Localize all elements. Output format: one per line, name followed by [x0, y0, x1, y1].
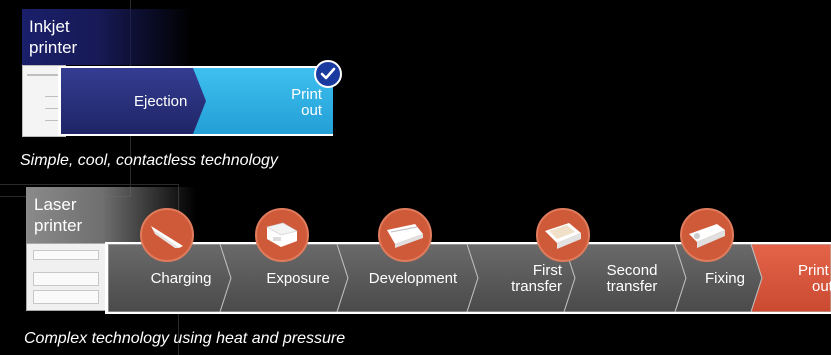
laser-process-arrows: [108, 244, 831, 312]
printer-tray: [33, 290, 99, 304]
development-step: [336, 244, 479, 312]
laser-title-line1: Laser: [34, 195, 77, 214]
charging-label: Charging: [150, 270, 212, 287]
printer-slot: [45, 108, 59, 109]
fixing-label: Fixing: [704, 270, 745, 287]
printer-slot: [27, 74, 61, 76]
print-out-step: [193, 68, 333, 134]
inkjet-title-line1: Inkjet: [29, 17, 70, 36]
laser-title: Laser printer: [34, 194, 82, 236]
laser-title-line2: printer: [34, 216, 83, 235]
second-transfer-line2: transfer: [606, 278, 658, 295]
second-transfer-label: Second transfer: [598, 263, 666, 295]
printer-slot: [45, 120, 59, 121]
transfer-unit-icon: [536, 208, 590, 262]
laser-print-out-label: Print out: [798, 263, 831, 295]
second-transfer-step: [563, 244, 687, 312]
exposure-unit-icon: [255, 208, 309, 262]
inkjet-title-line2: printer: [29, 38, 78, 57]
first-transfer-line1: First: [532, 262, 562, 279]
checkmark-icon: [314, 60, 342, 88]
print-out-label-line1: Print: [291, 86, 322, 103]
development-label: Development: [368, 270, 458, 287]
laser-printer-image: [26, 243, 106, 311]
exposure-label: Exposure: [266, 270, 330, 287]
fuser-unit-icon: [680, 208, 734, 262]
laser-print-out-line2: out: [812, 278, 831, 295]
printer-slot: [45, 96, 59, 97]
inkjet-process-arrows: [61, 68, 333, 134]
laser-print-out-line1: Print: [798, 262, 829, 279]
ejection-label: Ejection: [134, 93, 188, 110]
first-transfer-line2: transfer: [511, 278, 562, 295]
second-transfer-line1: Second: [606, 262, 658, 279]
printer-tray: [33, 272, 99, 286]
laser-print-out-step: [750, 244, 831, 312]
first-transfer-label: First transfer: [496, 263, 562, 295]
print-out-label: Print out: [262, 87, 322, 119]
exposure-step: [219, 244, 349, 312]
fixing-step: [674, 244, 763, 312]
first-transfer-step: [466, 244, 576, 312]
print-out-label-line2: out: [301, 102, 322, 119]
laser-caption: Complex technology using heat and pressu…: [24, 330, 346, 347]
inkjet-caption: Simple, cool, contactless technology: [20, 152, 278, 169]
inkjet-title: Inkjet printer: [29, 16, 77, 58]
blade-icon: [140, 208, 194, 262]
ejection-step: [61, 68, 208, 134]
inkjet-label-background: [22, 9, 192, 65]
printer-tray: [33, 250, 99, 260]
developer-unit-icon: [378, 208, 432, 262]
